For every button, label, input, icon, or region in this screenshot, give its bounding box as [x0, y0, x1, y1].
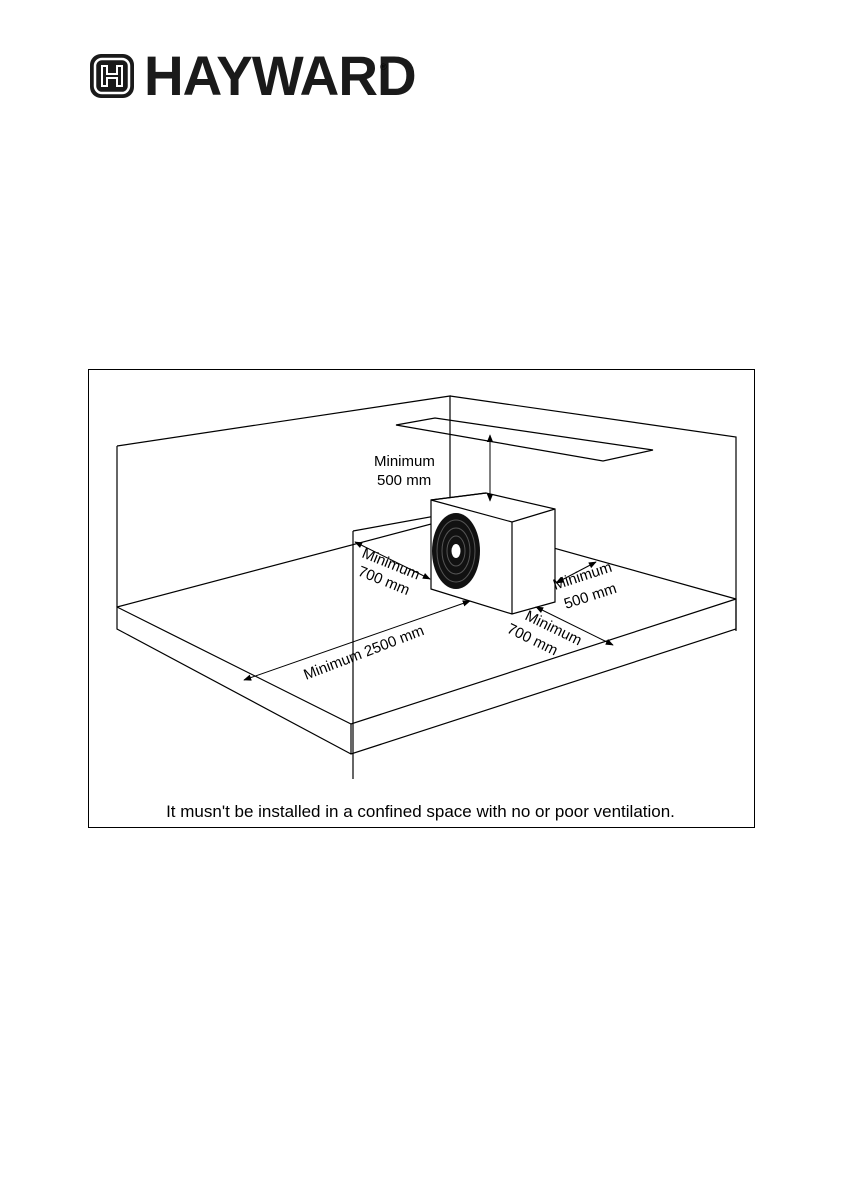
brand-name: HAYWARD: [144, 46, 416, 106]
diagram-caption: It musn't be installed in a confined spa…: [0, 802, 841, 822]
top-clearance-label-1: Minimum: [374, 453, 435, 470]
hayward-h-logo-icon: [88, 52, 136, 100]
hayward-logo: HAYWARD: [88, 52, 393, 102]
top-clearance-label-2: 500 mm: [377, 472, 431, 489]
installation-clearance-diagram: Minimum 500 mm Minimum 700 mm Minimum 50…: [88, 369, 755, 828]
fan-grille-icon: [432, 513, 480, 589]
front-distance-arrow: [244, 601, 470, 680]
floor: [117, 519, 736, 754]
registered-mark: ®: [380, 62, 387, 72]
